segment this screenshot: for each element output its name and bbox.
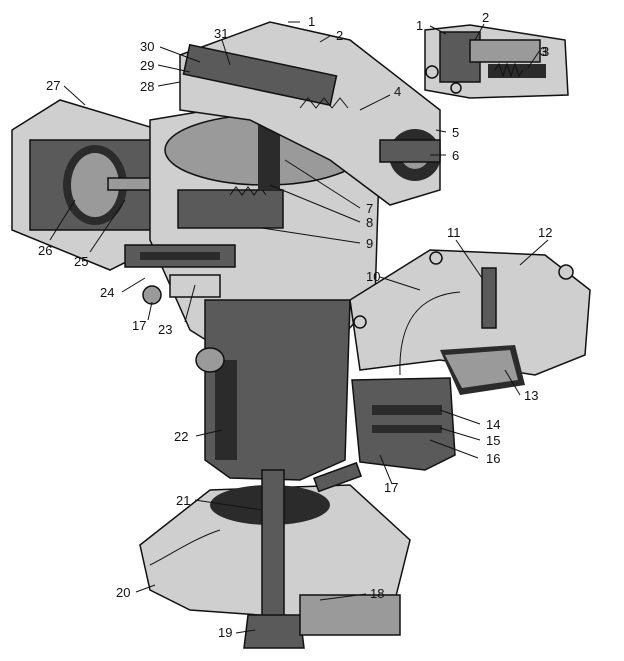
left-valve-bracket	[124, 244, 236, 305]
leader-lines	[49, 21, 549, 634]
callout-31: 31	[214, 26, 228, 41]
right-valve-housing	[349, 249, 591, 471]
callout-29: 29	[140, 58, 154, 73]
valve-block	[179, 21, 441, 206]
callout-17-right: 17	[384, 480, 398, 495]
callout-27: 27	[46, 78, 60, 93]
inset-callout-1: 1	[416, 18, 423, 33]
callout-24: 24	[100, 285, 114, 300]
callout-4: 4	[394, 84, 401, 99]
callout-25: 25	[74, 254, 88, 269]
callout-28: 28	[140, 79, 154, 94]
callout-11: 11	[447, 225, 461, 240]
inset-callout-3: 3	[540, 44, 547, 59]
callout-3: 3	[542, 44, 549, 59]
callout-21: 21	[176, 493, 190, 508]
lower-column	[195, 299, 351, 481]
callout-1: 1	[308, 14, 315, 29]
callout-13: 13	[524, 388, 538, 403]
callout-labels: 1 2 3 4 5 6 7 8 9 10 11 12 13 14 15 16 1…	[38, 10, 552, 640]
power-cylinder	[11, 99, 229, 271]
callout-8: 8	[366, 215, 373, 230]
callout-23: 23	[158, 322, 172, 337]
callout-19: 19	[218, 625, 232, 640]
callout-14: 14	[486, 417, 500, 432]
callout-2: 2	[336, 28, 343, 43]
callout-20: 20	[116, 585, 130, 600]
callout-15: 15	[486, 433, 500, 448]
callout-30: 30	[140, 39, 154, 54]
callout-5: 5	[452, 125, 459, 140]
callout-16: 16	[486, 451, 500, 466]
callout-7: 7	[366, 201, 373, 216]
base-flange	[139, 461, 411, 649]
callout-12: 12	[538, 225, 552, 240]
inset-valve-detail	[424, 24, 569, 99]
callout-26: 26	[38, 243, 52, 258]
callout-10: 10	[366, 269, 380, 284]
callout-6: 6	[452, 148, 459, 163]
callout-18: 18	[370, 586, 384, 601]
callout-9: 9	[366, 236, 373, 251]
callout-22: 22	[174, 429, 188, 444]
callout-17-left: 17	[132, 318, 146, 333]
inset-callout-2: 2	[482, 10, 489, 25]
